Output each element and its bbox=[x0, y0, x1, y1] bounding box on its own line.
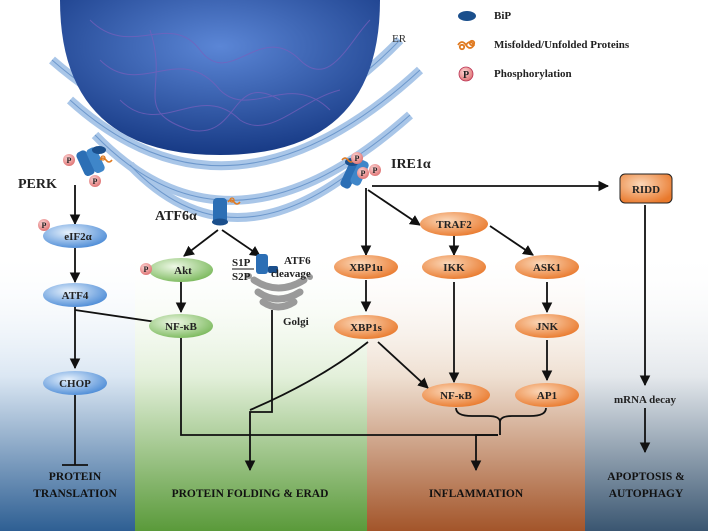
eif2a-p: P bbox=[42, 221, 47, 230]
folding-column bbox=[135, 250, 367, 531]
ap1-node bbox=[515, 383, 579, 407]
s1p-label: S1P bbox=[232, 257, 251, 269]
eif2a-phospho-icon: P bbox=[38, 219, 50, 231]
er-label: ER bbox=[392, 33, 407, 45]
atf6a-label: ATF6α bbox=[155, 209, 197, 224]
xbp1u-node bbox=[334, 255, 398, 279]
akt-node bbox=[149, 258, 213, 282]
ire1-p3: P bbox=[373, 166, 378, 175]
mrna-decay-label: mRNA decay bbox=[614, 394, 677, 406]
ask1-label: ASK1 bbox=[533, 262, 561, 274]
ire1-phospho-icon-3: P bbox=[369, 164, 381, 176]
jnk-label: JNK bbox=[536, 321, 558, 333]
akt-label: Akt bbox=[174, 265, 192, 277]
eif2a-label: eIF2α bbox=[64, 231, 92, 243]
ire1-phospho-icon-1: P bbox=[351, 152, 363, 164]
s2p-label: S2P bbox=[232, 271, 251, 283]
phospho-icon bbox=[458, 66, 474, 82]
ridd-node bbox=[619, 173, 673, 204]
bip-icon bbox=[458, 11, 476, 21]
legend-misfolded: Misfolded/Unfolded Proteins bbox=[494, 39, 630, 51]
atf6-receptor-icon bbox=[212, 197, 241, 226]
outcome-translation-line2: TRANSLATION bbox=[33, 488, 117, 500]
nfkb-label-ire1: NF-κB bbox=[440, 390, 472, 402]
outcome-apoptosis-line2: AUTOPHAGY bbox=[609, 488, 684, 500]
pathway-arrows bbox=[62, 180, 651, 472]
outcome-inflammation: INFLAMMATION bbox=[429, 488, 524, 500]
ire1-phospho-icon-2: P bbox=[357, 167, 369, 179]
outcome-folding: PROTEIN FOLDING & ERAD bbox=[172, 488, 329, 500]
atf6-label: ATF6 bbox=[284, 255, 311, 267]
cleavage-label: cleavage bbox=[271, 268, 311, 280]
legend: BiP Misfolded/Unfolded Proteins P Phosph… bbox=[457, 10, 630, 82]
misfolded-protein-icon bbox=[457, 39, 476, 51]
legend-phosphorylation: Phosphorylation bbox=[494, 68, 572, 80]
xbp1u-label: XBP1u bbox=[349, 262, 383, 274]
xbp1s-node bbox=[334, 315, 398, 339]
perk-p2: P bbox=[93, 177, 98, 186]
ridd-label: RIDD bbox=[632, 184, 660, 196]
perk-label: PERK bbox=[18, 177, 57, 192]
traf2-node bbox=[420, 212, 488, 236]
outcome-apoptosis-line1: APOPTOSIS & bbox=[607, 471, 685, 483]
golgi-label: Golgi bbox=[283, 316, 309, 328]
apoptosis-column bbox=[585, 250, 708, 531]
nfkb-node-ire1 bbox=[422, 383, 490, 407]
nfkb-node-atf6 bbox=[149, 314, 213, 338]
golgi-icon bbox=[250, 276, 308, 311]
perk-phospho-icon-1: P bbox=[63, 154, 75, 166]
ire1-p2: P bbox=[361, 169, 366, 178]
atf6-cleaved-icon bbox=[256, 254, 268, 274]
nucleus bbox=[60, 0, 380, 155]
ap1-label: AP1 bbox=[537, 390, 557, 402]
akt-phospho-icon: P bbox=[140, 263, 152, 275]
outcome-translation-line1: PROTEIN bbox=[49, 471, 102, 483]
traf2-label: TRAF2 bbox=[436, 219, 472, 231]
ask1-node bbox=[515, 255, 579, 279]
atf4-label: ATF4 bbox=[62, 290, 89, 302]
perk-p1: P bbox=[67, 156, 72, 165]
ire1-p1: P bbox=[355, 154, 360, 163]
eif2a-node bbox=[43, 224, 107, 248]
ikk-label: IKK bbox=[443, 262, 465, 274]
ire1a-label: IRE1α bbox=[391, 157, 431, 172]
chromatin bbox=[89, 19, 371, 132]
jnk-node bbox=[515, 314, 579, 338]
perk-phospho-icon-2: P bbox=[89, 175, 101, 187]
atf4-node bbox=[43, 283, 107, 307]
chop-label: CHOP bbox=[59, 378, 91, 390]
perk-receptor-icon bbox=[76, 146, 113, 177]
ikk-node bbox=[422, 255, 486, 279]
chop-node bbox=[43, 371, 107, 395]
legend-bip: BiP bbox=[494, 10, 511, 22]
nfkb-label-atf6: NF-κB bbox=[165, 321, 197, 333]
akt-p: P bbox=[144, 265, 149, 274]
xbp1s-label: XBP1s bbox=[350, 322, 383, 334]
phospho-symbol: P bbox=[463, 70, 469, 81]
